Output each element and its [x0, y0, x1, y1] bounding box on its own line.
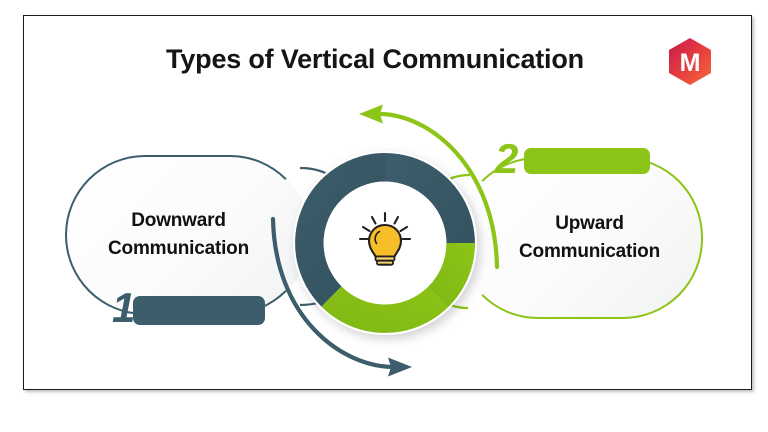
- card-upward-line1: Upward: [555, 213, 624, 235]
- card-upward-line2: Communication: [519, 241, 660, 262]
- number-badge-1: 1: [112, 284, 136, 331]
- number-bar-1: [133, 296, 265, 325]
- logo-letter-m: M: [680, 49, 701, 77]
- page-title: Types of Vertical Communication: [166, 44, 584, 74]
- number-bar-2: [524, 148, 650, 174]
- card-downward-communication[interactable]: Downward Communication: [65, 155, 310, 315]
- number-badge-2: 2: [495, 135, 519, 182]
- ring-segment-upward: [321, 286, 449, 333]
- central-cycle-graphic: [255, 95, 515, 385]
- downward-arrow: [270, 216, 412, 377]
- brand-logo: M: [669, 38, 711, 85]
- lightbulb-icon: [358, 211, 412, 266]
- hexagon-shape: [669, 38, 711, 85]
- card-upward-label: Upward Communication: [501, 210, 660, 265]
- upward-arrow: [359, 104, 500, 270]
- ring-segment-downward: [295, 153, 385, 307]
- ring-segment-upward-right: [428, 243, 475, 307]
- card-downward-label: Downward Communication: [108, 207, 267, 262]
- card-downward-line1: Downward: [131, 210, 226, 232]
- card-downward-line2: Communication: [108, 238, 249, 259]
